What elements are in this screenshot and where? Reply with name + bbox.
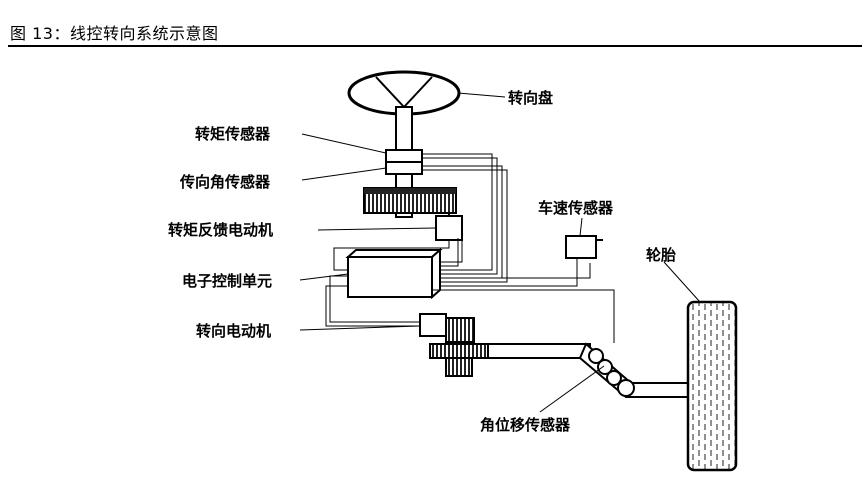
figure-caption: 图 13：线控转向系统示意图 xyxy=(10,24,219,43)
label-steering-wheel: 转向盘 xyxy=(508,89,553,107)
label-tire: 轮胎 xyxy=(646,246,676,264)
label-angle-sensor: 传向角传感器 xyxy=(179,173,271,191)
leader-lines xyxy=(299,92,701,413)
tire xyxy=(686,300,738,472)
angle-sensor-block xyxy=(385,161,423,175)
steering-rack xyxy=(429,343,591,377)
steering-motor-block xyxy=(419,313,447,337)
label-speed-sensor: 车速传感器 xyxy=(538,199,614,217)
caption-rule xyxy=(8,45,862,47)
speed-sensor-block xyxy=(565,235,597,259)
torque-sensor-block xyxy=(385,149,423,163)
feedback-motor-block xyxy=(435,215,463,241)
tie-rod xyxy=(578,342,689,398)
label-torque-sensor: 转矩传感器 xyxy=(195,125,271,143)
label-steering-motor: 转向电动机 xyxy=(196,322,271,340)
label-displacement-sensor: 角位移传感器 xyxy=(480,416,571,434)
wiring xyxy=(325,153,615,343)
label-feedback-motor: 转矩反馈电动机 xyxy=(168,221,273,239)
label-ecu: 电子控制单元 xyxy=(182,272,272,290)
ecu-box xyxy=(345,247,443,300)
